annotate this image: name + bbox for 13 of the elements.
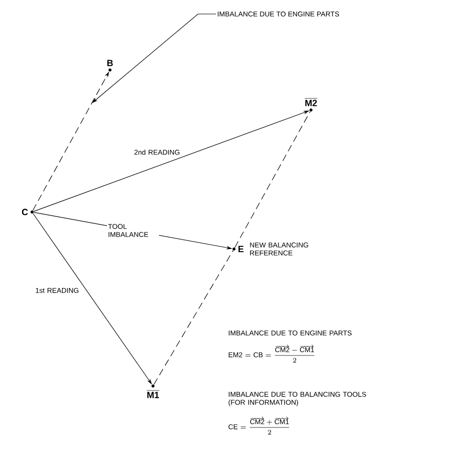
dashed-line (234, 111, 310, 248)
point: M1 (146, 384, 160, 398)
point: M2 (304, 98, 318, 112)
point: E (232, 246, 244, 252)
node-label: C (22, 208, 28, 216)
node-label: M1 (147, 392, 159, 398)
point: B (107, 60, 113, 72)
node-label: B (107, 60, 113, 66)
dashed-line (154, 250, 234, 385)
node-label: M2 (305, 100, 317, 106)
formula: $\mathrm{EM2} = \mathrm{CB} = \frac{\overrightarrow{\mathrm{CM2}} - \overrightarrow{\mathrm{CM1}}}{2}$ (228, 344, 314, 362)
formula: $\mathrm{CE} = \frac{\overrightarrow{\mathrm{CM2}} + \overrightarrow{\mathrm{CM1}}}{2}$ (228, 416, 290, 434)
point: C (22, 208, 34, 216)
